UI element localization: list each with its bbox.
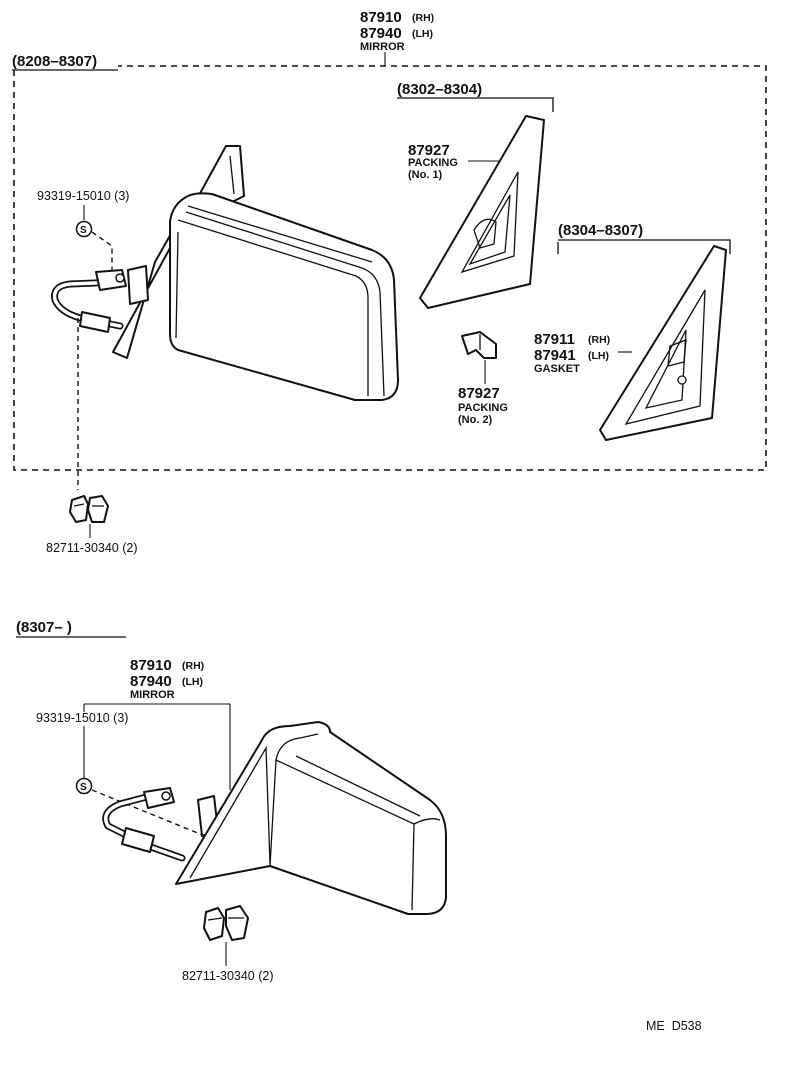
upper-mount-bracket — [127, 265, 149, 305]
lower-connector-bottom — [121, 827, 155, 853]
upper-screw-symbol: S — [80, 225, 87, 236]
packing2-part — [461, 331, 497, 359]
lower-screw-dash-line — [91, 789, 206, 837]
lower-clip-code: 82711-30340 (2) — [182, 969, 274, 983]
upper-mirror-lh: (LH) — [412, 28, 433, 40]
lower-mirror-label: 87910 (RH) 87940 (LH) MIRROR — [130, 657, 204, 701]
lower-section: (8307– ) 87910 (RH) 87940 (LH) MIRROR 93… — [16, 619, 447, 983]
lower-connector-pin — [161, 791, 171, 801]
packing2-note: (No. 2) — [458, 414, 493, 426]
lower-screw-code: 93319-15010 (3) — [36, 711, 128, 725]
late-range: (8304–8307) — [558, 222, 643, 239]
upper-connector-pin — [115, 273, 125, 283]
upper-clip-code: 82711-30340 (2) — [46, 541, 138, 555]
early-range: (8302–8304) — [397, 81, 482, 98]
gasket-name: GASKET — [534, 363, 580, 375]
lower-mirror-leader — [84, 703, 231, 790]
upper-screw-dash-line — [91, 231, 113, 272]
lower-clip-part — [203, 905, 249, 941]
gasket-lh: (LH) — [588, 350, 609, 362]
lower-screw-icon: S — [75, 777, 93, 795]
early-range-bracket — [397, 97, 554, 112]
packing1-name: PACKING — [408, 157, 458, 169]
gasket-pn-rh: 87911 — [534, 331, 575, 348]
packing1-part — [419, 115, 545, 309]
upper-assembly-box — [13, 65, 767, 471]
upper-mirror-rh: (RH) — [412, 12, 434, 24]
upper-date-range: (8208–8307) — [12, 53, 97, 70]
lower-mirror-rh: (RH) — [182, 660, 204, 672]
upper-screw-code: 93319-15010 (3) — [37, 189, 129, 203]
packing1-pn: 87927 — [408, 142, 450, 159]
lower-mirror-pn-rh: 87910 — [130, 657, 172, 674]
upper-cable-fill — [52, 280, 122, 328]
lower-cable-fill — [104, 794, 184, 860]
packing2-name: PACKING — [458, 402, 508, 414]
gasket-rh: (RH) — [588, 334, 610, 346]
upper-clip-part — [69, 495, 109, 523]
packing2-pn: 87927 — [458, 385, 500, 402]
packing1-note: (No. 1) — [408, 169, 443, 181]
upper-screw-icon: S — [75, 220, 93, 238]
lower-mirror-lh: (LH) — [182, 676, 203, 688]
upper-mirror-head — [169, 192, 399, 401]
lower-mirror-body — [175, 721, 447, 915]
gasket-pn-lh: 87941 — [534, 347, 576, 364]
lower-date-range: (8307– ) — [16, 619, 72, 636]
upper-connector-bottom — [79, 311, 111, 333]
upper-mirror-label: 87910 (RH) 87940 (LH) MIRROR — [360, 9, 434, 53]
upper-section: 87910 (RH) 87940 (LH) MIRROR (8208–8307)… — [12, 9, 767, 555]
late-range-bracket — [558, 239, 731, 254]
lower-mirror-pn-lh: 87940 — [130, 673, 172, 690]
drawing-code: ME D538 — [646, 1019, 702, 1033]
upper-mirror-pn-lh: 87940 — [360, 25, 402, 42]
lower-screw-symbol: S — [80, 782, 87, 793]
upper-mirror-name: MIRROR — [360, 41, 405, 53]
lower-mirror-name: MIRROR — [130, 689, 175, 701]
gasket-part — [599, 245, 727, 441]
upper-mirror-pn-rh: 87910 — [360, 9, 402, 26]
upper-base-inner-edge — [229, 155, 235, 195]
